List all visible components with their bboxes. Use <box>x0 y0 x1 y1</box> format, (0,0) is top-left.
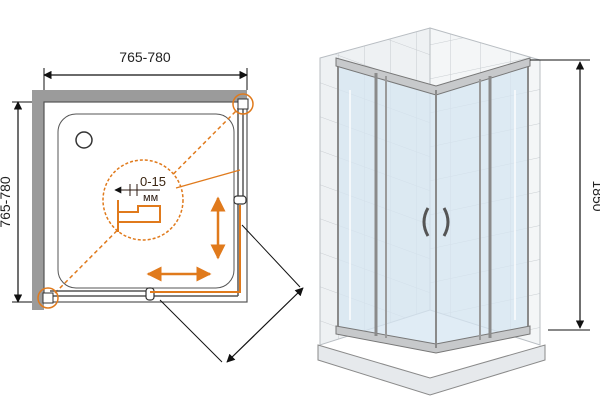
tray-base <box>317 344 546 396</box>
corner-bracket-top <box>237 98 249 110</box>
corner-detail-bottom <box>37 287 59 309</box>
plan-view: 0-15 мм 765-780 765-780 <box>0 49 304 363</box>
depth-label: 765-780 <box>0 176 13 228</box>
door-handle-right-icon <box>442 207 450 237</box>
corner-bracket-bottom <box>42 292 54 304</box>
drain-icon <box>75 131 93 149</box>
plan-side-wall <box>32 90 44 310</box>
height-label: 1850 <box>590 180 600 211</box>
diag-ext-bottom <box>159 299 223 363</box>
door-handle-bottom <box>145 287 155 301</box>
door-handle-right <box>233 195 247 205</box>
magnifier-leader <box>175 169 241 189</box>
width-label: 765-780 <box>119 49 171 65</box>
door-handle-left-icon <box>422 207 430 237</box>
corner-detail-top <box>232 93 254 115</box>
diag-ext-top <box>241 224 301 288</box>
elevation-view: 1850 <box>317 27 600 396</box>
adjust-unit-label: мм <box>143 192 158 204</box>
adjust-range-label: 0-15 <box>140 174 166 189</box>
plan-back-wall <box>32 90 247 102</box>
detail-magnifier <box>102 159 184 241</box>
diagonal-dimension-line <box>226 287 304 363</box>
